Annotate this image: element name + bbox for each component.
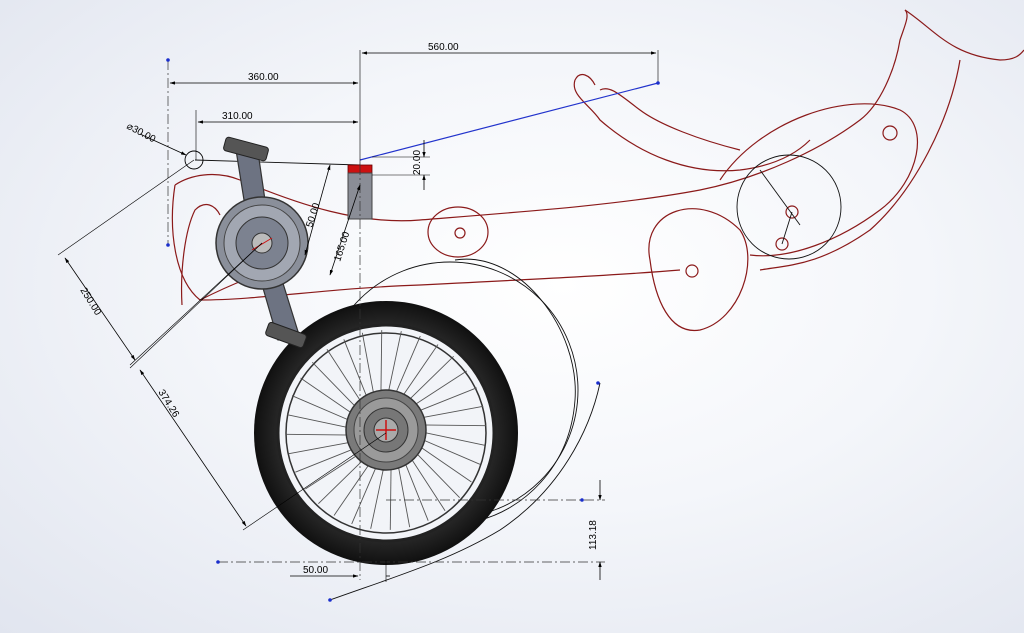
dim-50-angled[interactable]: 50.00 [304, 201, 322, 229]
bottom-bracket-circle[interactable] [184, 150, 204, 170]
dim-113[interactable]: 113.18 [588, 520, 599, 550]
dim-374[interactable]: 374.26 [155, 388, 181, 420]
rider-sketch[interactable] [171, 9, 1024, 331]
dim-20[interactable]: 20.00 [412, 150, 423, 175]
pedal-upper [223, 136, 269, 162]
seat-line[interactable] [359, 82, 659, 161]
dim-360[interactable]: 360.00 [248, 72, 279, 83]
dim-50-bottom[interactable]: 50.00 [303, 565, 328, 576]
dim-250[interactable]: 250.00 [77, 286, 103, 318]
pedal-lower [265, 321, 307, 349]
crankset[interactable] [215, 136, 309, 349]
dim-dia30[interactable]: ⌀30.00 [125, 121, 158, 145]
dim-165[interactable]: 165.00 [332, 230, 352, 263]
dim-560[interactable]: 560.00 [428, 42, 459, 53]
dim-310[interactable]: 310.00 [222, 111, 253, 122]
